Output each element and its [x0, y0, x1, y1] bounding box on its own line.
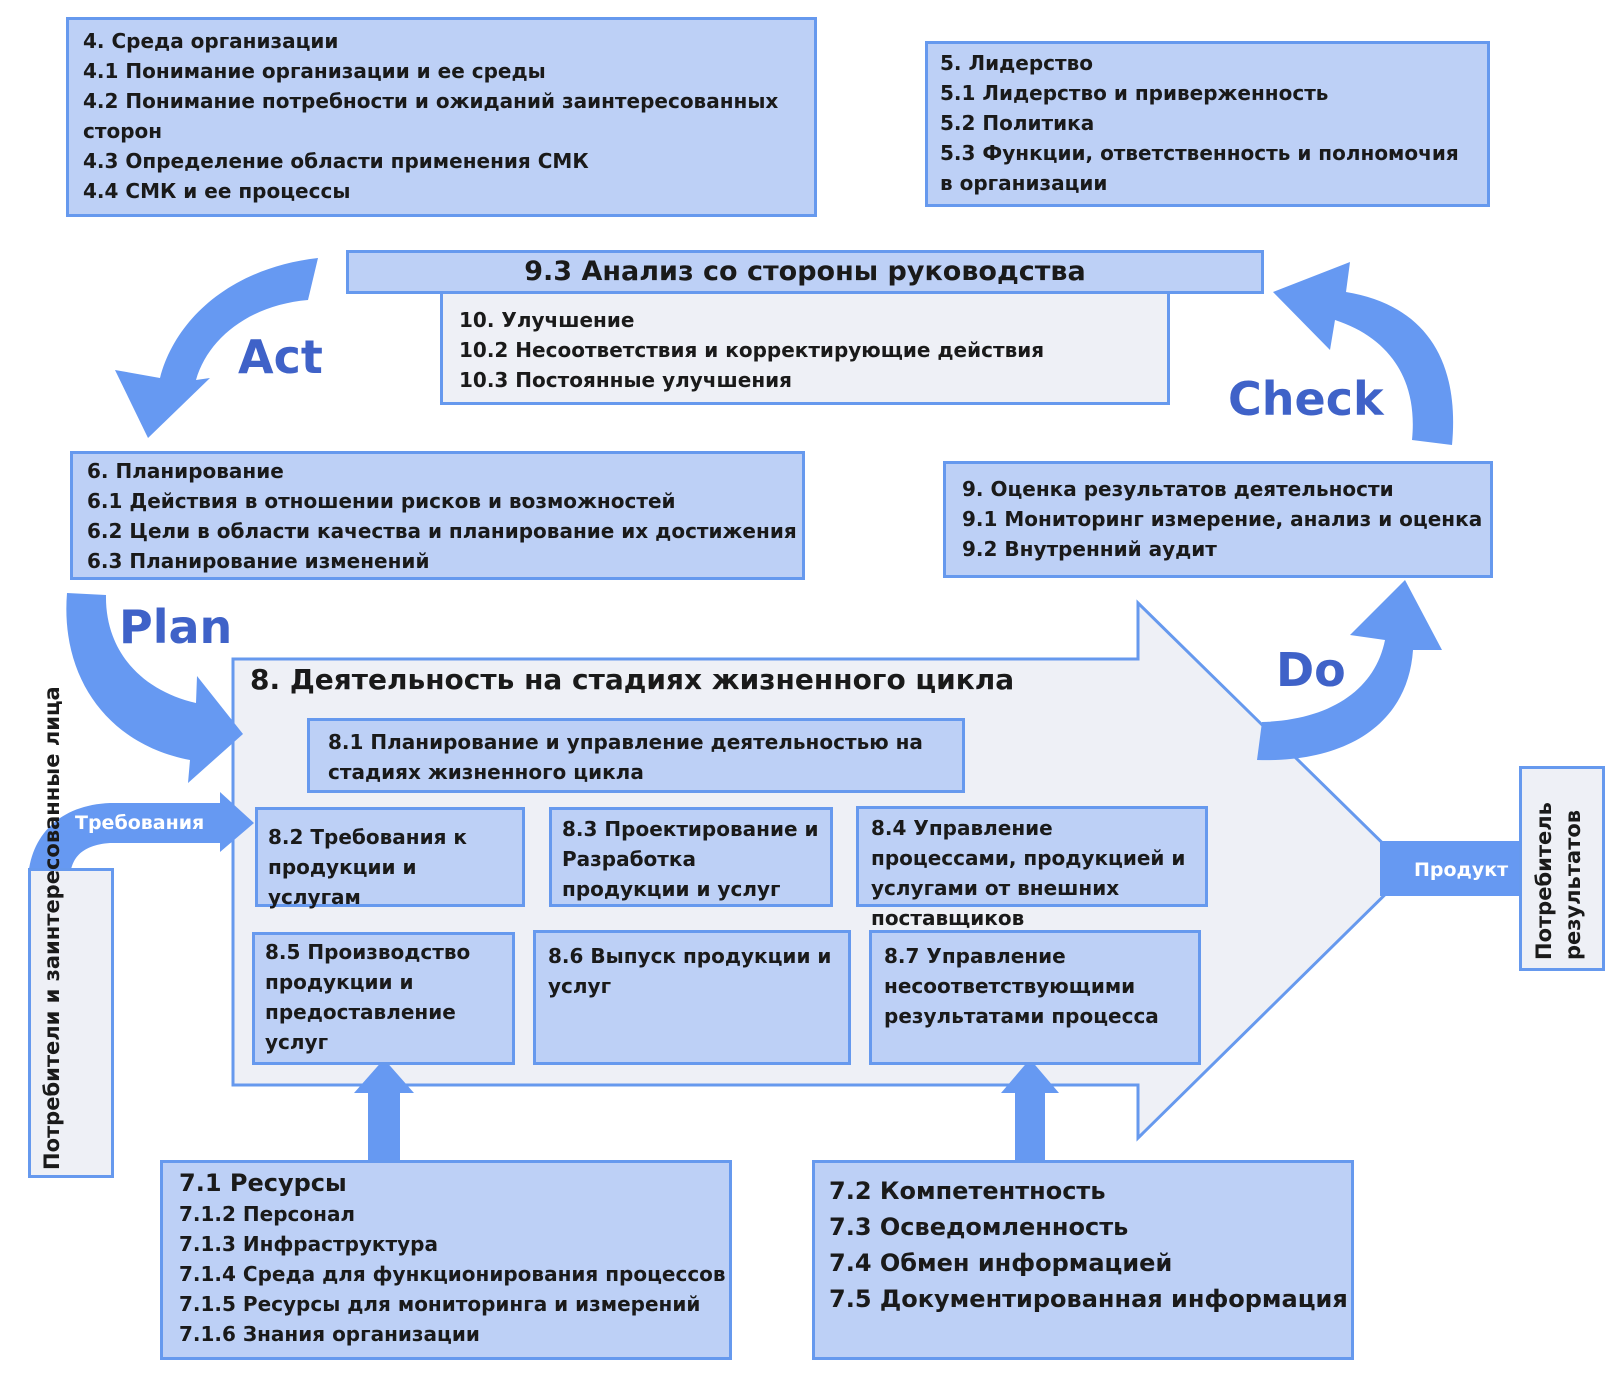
planning-lines: 6. Планирование 6.1 Действия в отношении… — [87, 456, 797, 576]
support-line: 7.5 Документированная информация — [829, 1285, 1348, 1313]
management-review-title: 9.3 Анализ со стороны руководства — [524, 256, 1086, 287]
operation-item-8-7: 8.7 Управление несоответствующими резуль… — [869, 930, 1201, 1065]
context-line: 4.1 Понимание организации и ее среды — [83, 59, 546, 83]
operation-title: 8. Деятельность на стадиях жизненного ци… — [250, 663, 1015, 696]
operation-item-8-2: 8.2 Требования к продукции и услугам — [255, 807, 525, 909]
do-arrow — [1257, 580, 1442, 761]
context-line: 4.2 Понимание потребности и ожиданий заи… — [83, 89, 779, 143]
leadership-line: 5.2 Политика — [940, 111, 1095, 135]
evaluation-lines: 9. Оценка результатов деятельности 9.1 М… — [962, 474, 1483, 564]
evaluation-line: 9.2 Внутренний аудит — [962, 537, 1217, 561]
resources-line: 7.1.5 Ресурсы для мониторинга и измерени… — [179, 1292, 701, 1316]
product-arrow — [1380, 841, 1520, 896]
support-lines: 7.2 Компетентность 7.3 Осведомленность 7… — [829, 1173, 1348, 1317]
resources-box: 7.1 Ресурсы 7.1.2 Персонал 7.1.3 Инфраст… — [160, 1160, 732, 1360]
act-label: Act — [238, 330, 323, 384]
do-label: Do — [1276, 643, 1346, 697]
leadership-line: 5.3 Функции, ответственность и полномочи… — [940, 141, 1459, 195]
operation-item-8-4: 8.4 Управление процессами, продукцией и … — [856, 806, 1208, 930]
context-line: 4.3 Определение области применения СМК — [83, 149, 589, 173]
resources-line: 7.1.4 Среда для функционирования процесс… — [179, 1262, 726, 1286]
leadership-lines: 5. Лидерство 5.1 Лидерство и приверженно… — [940, 48, 1475, 198]
operation-item-8-3: 8.3 Проектирование и Разработка продукци… — [549, 807, 833, 907]
resources-up-arrow — [354, 1059, 414, 1160]
support-up-arrow — [1001, 1059, 1059, 1160]
context-box: 4. Среда организации 4.1 Понимание орган… — [66, 17, 817, 217]
planning-line: 6.2 Цели в области качества и планирован… — [87, 519, 797, 543]
requirements-arrow — [28, 792, 254, 880]
plan-label: Plan — [119, 600, 233, 654]
improvement-lines: 10. Улучшение 10.2 Несоответствия и корр… — [459, 305, 1151, 395]
planning-line: 6.3 Планирование изменений — [87, 549, 430, 573]
leadership-line: 5. Лидерство — [940, 51, 1093, 75]
support-line: 7.4 Обмен информацией — [829, 1249, 1173, 1277]
improvement-line: 10. Улучшение — [459, 308, 635, 332]
stakeholders-label: Потребители и заинтересованные лица — [40, 686, 64, 1170]
leadership-line: 5.1 Лидерство и приверженность — [940, 81, 1329, 105]
consumer-label: Потребитель результатов — [1532, 802, 1585, 960]
evaluation-box: 9. Оценка результатов деятельности 9.1 М… — [943, 461, 1493, 578]
product-label: Продукт — [1414, 859, 1509, 881]
management-review-box: 9.3 Анализ со стороны руководства — [346, 250, 1264, 294]
act-arrow — [115, 258, 318, 438]
evaluation-line: 9.1 Мониторинг измерение, анализ и оценк… — [962, 507, 1483, 531]
resources-title: 7.1 Ресурсы — [179, 1169, 347, 1197]
resources-line: 7.1.6 Знания организации — [179, 1322, 480, 1346]
support-line: 7.2 Компетентность — [829, 1177, 1106, 1205]
stakeholders-box — [28, 868, 114, 1178]
improvement-box: 10. Улучшение 10.2 Несоответствия и корр… — [440, 290, 1170, 405]
check-arrow — [1273, 262, 1454, 445]
improvement-line: 10.3 Постоянные улучшения — [459, 368, 792, 392]
resources-line: 7.1.2 Персонал — [179, 1202, 356, 1226]
leadership-box: 5. Лидерство 5.1 Лидерство и приверженно… — [925, 41, 1490, 207]
plan-arrow — [66, 593, 243, 783]
planning-box: 6. Планирование 6.1 Действия в отношении… — [70, 451, 805, 580]
support-line: 7.3 Осведомленность — [829, 1213, 1129, 1241]
improvement-line: 10.2 Несоответствия и корректирующие дей… — [459, 338, 1045, 362]
planning-line: 6. Планирование — [87, 459, 284, 483]
operation-item-8-5: 8.5 Производство продукции и предоставле… — [252, 932, 515, 1065]
resources-lines: 7.1.2 Персонал 7.1.3 Инфраструктура 7.1.… — [179, 1199, 726, 1349]
check-label: Check — [1228, 372, 1384, 426]
operation-item-8-6: 8.6 Выпуск продукции и услуг — [533, 930, 851, 1065]
planning-line: 6.1 Действия в отношении рисков и возмож… — [87, 489, 676, 513]
resources-line: 7.1.3 Инфраструктура — [179, 1232, 438, 1256]
context-line: 4. Среда организации — [83, 29, 339, 53]
operation-item-8-1: 8.1 Планирование и управление деятельнос… — [307, 718, 965, 793]
context-line: 4.4 СМК и ее процессы — [83, 179, 351, 203]
requirements-label: Требования — [75, 812, 205, 834]
context-lines: 4. Среда организации 4.1 Понимание орган… — [83, 26, 800, 206]
evaluation-line: 9. Оценка результатов деятельности — [962, 477, 1394, 501]
support-box: 7.2 Компетентность 7.3 Осведомленность 7… — [812, 1160, 1354, 1360]
consumer-box — [1519, 766, 1605, 971]
